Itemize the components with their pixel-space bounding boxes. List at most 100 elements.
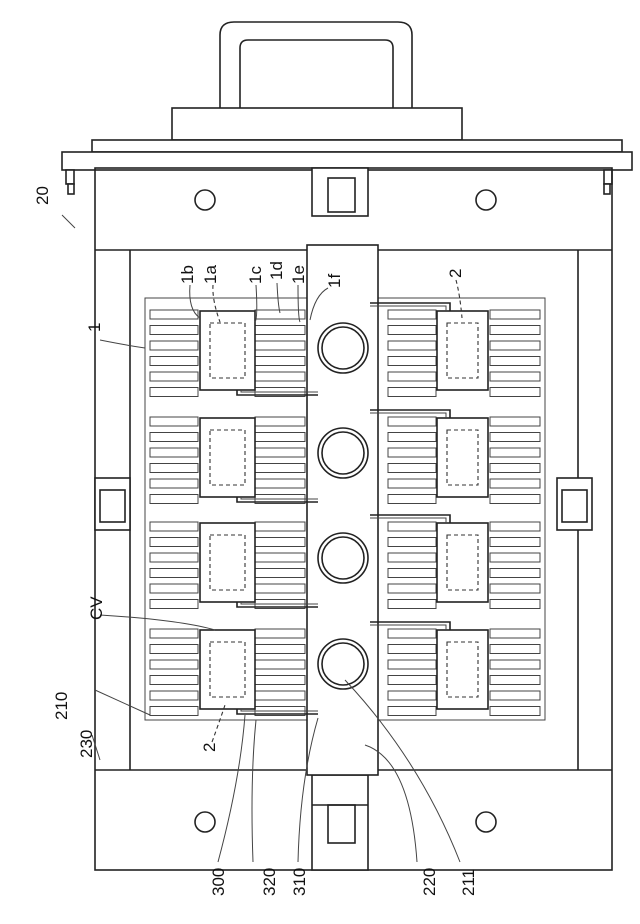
slot <box>150 341 198 350</box>
label-310: 310 <box>290 868 309 896</box>
slot <box>150 707 198 716</box>
slot <box>490 522 540 531</box>
slot <box>388 357 436 366</box>
slot <box>490 357 540 366</box>
slot <box>388 569 436 578</box>
slot <box>388 645 436 654</box>
slot <box>255 569 305 578</box>
slot <box>150 600 198 609</box>
slot <box>490 388 540 397</box>
label-320: 320 <box>260 868 279 896</box>
slot <box>490 372 540 381</box>
slot <box>490 691 540 700</box>
slot <box>388 538 436 547</box>
slot <box>255 448 305 457</box>
slot <box>150 372 198 381</box>
label-2-top: 2 <box>446 269 465 278</box>
slot <box>490 600 540 609</box>
label-1: 1 <box>85 323 104 332</box>
slot <box>255 645 305 654</box>
slot <box>388 388 436 397</box>
slot <box>150 479 198 488</box>
slot <box>388 433 436 442</box>
slot <box>150 522 198 531</box>
slot <box>150 388 198 397</box>
slot <box>388 479 436 488</box>
label-211: 211 <box>459 869 478 896</box>
label-1b: 1b <box>178 265 197 284</box>
slot <box>388 417 436 426</box>
slot <box>490 310 540 319</box>
label-1a: 1a <box>201 265 220 284</box>
slot <box>150 495 198 504</box>
slot <box>255 538 305 547</box>
slot <box>150 584 198 593</box>
slot <box>150 691 198 700</box>
slot <box>150 464 198 473</box>
slot <box>150 310 198 319</box>
leader-lines <box>62 215 462 862</box>
slot <box>150 417 198 426</box>
slot <box>490 584 540 593</box>
slot <box>150 569 198 578</box>
slot <box>388 310 436 319</box>
label-2-bottom: 2 <box>200 743 219 752</box>
slot <box>490 464 540 473</box>
slot <box>490 645 540 654</box>
center-bar <box>307 245 378 775</box>
slot <box>490 553 540 562</box>
label-1d: 1d <box>267 261 286 280</box>
label-210: 210 <box>52 692 71 720</box>
slot <box>388 600 436 609</box>
slot <box>255 691 305 700</box>
slot <box>150 326 198 335</box>
slot <box>150 448 198 457</box>
slot <box>490 629 540 638</box>
slot <box>255 326 305 335</box>
slot <box>150 629 198 638</box>
label-220: 220 <box>420 868 439 896</box>
slot <box>255 464 305 473</box>
slot <box>255 341 305 350</box>
slot <box>490 495 540 504</box>
slot <box>490 479 540 488</box>
label-230: 230 <box>77 730 96 758</box>
slot <box>388 522 436 531</box>
slot <box>255 584 305 593</box>
slot <box>255 553 305 562</box>
slot <box>490 707 540 716</box>
label-cv: CV <box>87 596 106 620</box>
slot <box>388 326 436 335</box>
slot <box>150 357 198 366</box>
slot <box>490 569 540 578</box>
slot <box>255 660 305 669</box>
slot <box>490 341 540 350</box>
slot <box>490 417 540 426</box>
slot <box>388 372 436 381</box>
slot <box>388 448 436 457</box>
label-1f: 1f <box>325 274 344 288</box>
slot <box>388 553 436 562</box>
slot <box>255 629 305 638</box>
slot <box>490 448 540 457</box>
slot <box>388 691 436 700</box>
label-1c: 1c <box>246 266 265 284</box>
slot <box>255 357 305 366</box>
slot <box>490 660 540 669</box>
slot <box>388 660 436 669</box>
slot <box>490 676 540 685</box>
slot <box>255 479 305 488</box>
slot <box>388 629 436 638</box>
slot <box>255 522 305 531</box>
slot <box>150 676 198 685</box>
slot <box>255 372 305 381</box>
slot <box>150 553 198 562</box>
label-1e: 1e <box>289 265 308 284</box>
slot <box>388 584 436 593</box>
slot <box>388 464 436 473</box>
slot <box>388 495 436 504</box>
label-20: 20 <box>33 186 52 205</box>
slot <box>490 326 540 335</box>
